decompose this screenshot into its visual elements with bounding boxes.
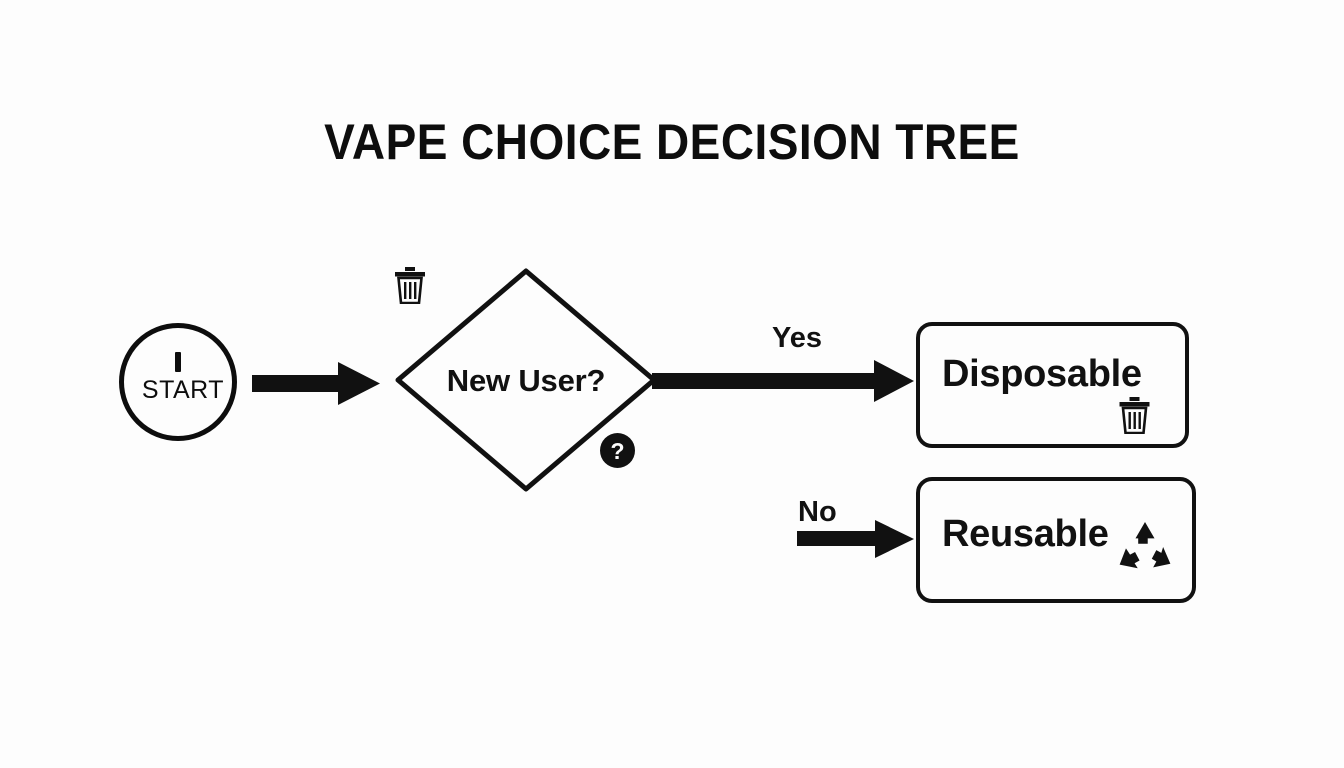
trash-icon xyxy=(1119,397,1150,434)
power-tick-icon xyxy=(175,352,181,372)
node-decision[interactable]: New User? xyxy=(393,266,659,494)
edge-label-yes: Yes xyxy=(772,322,822,354)
trash-icon xyxy=(395,267,425,304)
diamond-shape xyxy=(395,268,657,492)
edge-label-no: No xyxy=(798,496,837,528)
node-disposable-label: Disposable xyxy=(942,353,1142,395)
node-decision-label: New User? xyxy=(446,363,606,398)
page-title: VAPE CHOICE DECISION TREE xyxy=(324,114,1020,170)
arrow-start-to-decision xyxy=(252,362,380,405)
node-start-label: START xyxy=(141,376,225,404)
arrow-decision-to-disposable xyxy=(652,360,914,402)
node-reusable-label: Reusable xyxy=(942,513,1109,555)
question-mark-glyph: ? xyxy=(610,438,624,464)
node-start[interactable]: START xyxy=(119,323,237,441)
arrow-decision-to-reusable xyxy=(797,520,914,558)
question-mark-badge-icon[interactable]: ? xyxy=(600,433,635,468)
recycle-icon xyxy=(1119,522,1171,569)
node-reusable[interactable]: Reusable xyxy=(916,477,1196,603)
node-disposable[interactable]: Disposable xyxy=(916,322,1189,448)
